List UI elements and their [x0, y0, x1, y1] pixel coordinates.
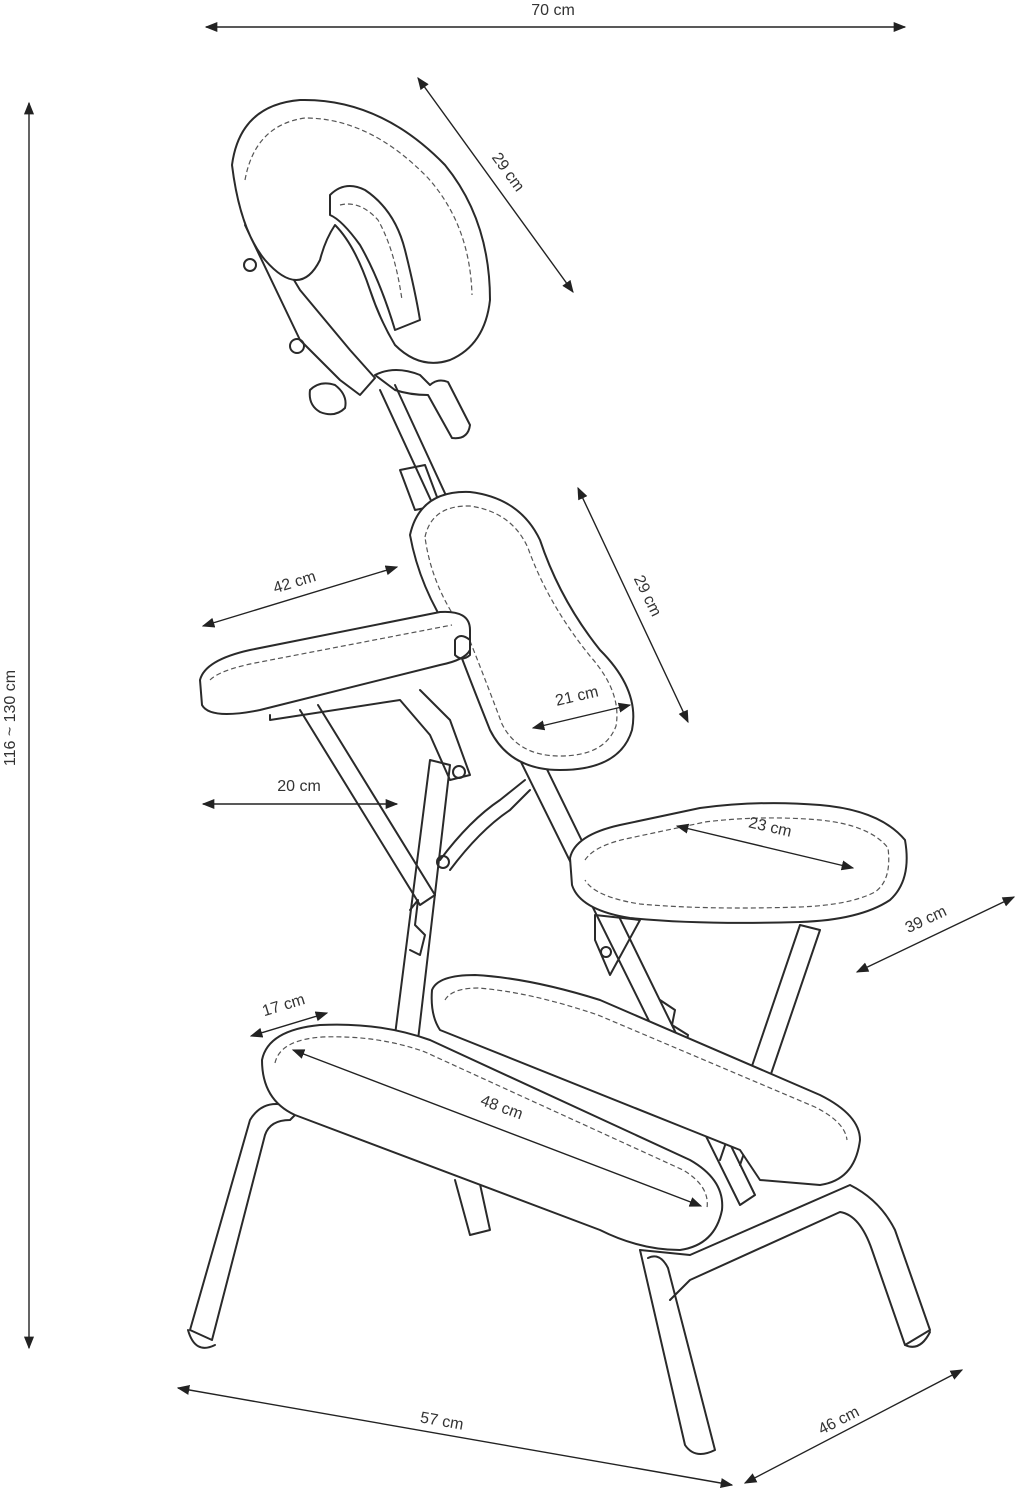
label-overall-height: 116 ~ 130 cm — [2, 670, 19, 766]
dim-face-cradle — [417, 76, 574, 294]
label-base-width: 46 cm — [816, 1404, 863, 1439]
label-chest-pad-length: 29 cm — [630, 573, 664, 620]
dim-chest-pad-length — [577, 486, 689, 724]
dim-base-width — [743, 1369, 964, 1484]
dim-armrest-length — [201, 565, 399, 628]
dim-seat-width — [675, 823, 855, 871]
label-armrest-width: 20 cm — [277, 778, 321, 795]
dim-knee-pad-length — [291, 1049, 703, 1207]
chair-illustration — [187, 98, 931, 1455]
label-knee-pad-width: 17 cm — [260, 991, 307, 1020]
dim-seat-depth — [855, 896, 1016, 973]
chest-pad — [409, 490, 635, 771]
dim-knee-pad-width — [249, 1011, 329, 1038]
dim-chest-pad-width — [531, 702, 632, 731]
label-face-cradle: 29 cm — [488, 150, 527, 195]
label-base-length: 57 cm — [419, 1409, 465, 1433]
label-overall-width: 70 cm — [531, 2, 575, 19]
dim-base-length — [176, 1384, 734, 1489]
dimension-lines — [23, 21, 1016, 1489]
seat-pad — [569, 802, 908, 924]
